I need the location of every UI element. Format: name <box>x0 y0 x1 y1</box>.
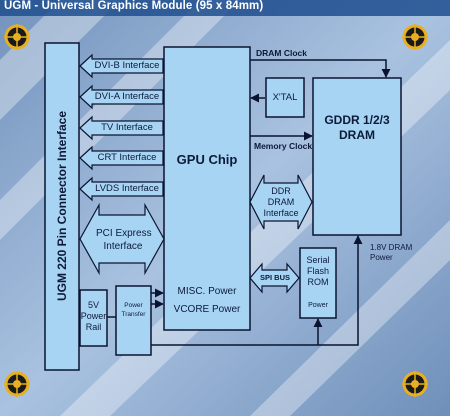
connector-block <box>44 42 80 371</box>
dvi-b-arrow <box>79 53 164 79</box>
pci-express-arrow <box>79 202 165 276</box>
power-transfer-label-line1: Power <box>124 302 143 309</box>
pci-express-label-line1: PCI Express <box>96 228 152 239</box>
ddr-interface-label-line2: DRAM <box>267 197 295 207</box>
mount-hole-top-left-icon <box>4 24 30 50</box>
interface-label-tv: TV Interface <box>101 122 153 133</box>
ddr-interface-label-line1: DDR <box>271 186 291 196</box>
interface-label-dvi-b: DVI-B Interface <box>94 60 160 71</box>
flash-label-line2: Flash <box>306 266 329 276</box>
lvds-arrow <box>79 176 164 202</box>
misc-power-label: MISC. Power <box>177 286 237 297</box>
dvi-a-arrow <box>79 84 164 110</box>
flash-power-label: Power <box>308 302 328 309</box>
spi-bus-label: SPI BUS <box>259 273 290 282</box>
gddr-dram-block <box>312 77 402 236</box>
dram-power-label-line2: Power <box>370 253 393 262</box>
vcore-power-label: VCORE Power <box>173 304 241 315</box>
dram-power-line <box>151 235 363 346</box>
page-title: UGM - Universal Graphics Module (95 x 84… <box>4 0 264 12</box>
gddr-label-line2: DRAM <box>339 128 375 142</box>
power-transfer-block <box>115 285 152 356</box>
ddr-interface-arrow <box>249 174 313 230</box>
power-rail-label-line1: 5V <box>87 300 99 310</box>
ddr-interface-label-line3: Interface <box>263 208 299 218</box>
memory-clock-label: Memory Clock <box>254 141 313 151</box>
gpu-chip-label: GPU Chip <box>176 152 238 167</box>
power-rail-label-line3: Rail <box>85 322 102 332</box>
title-bar <box>0 0 450 16</box>
gddr-label-line1: GDDR 1/2/3 <box>324 113 390 127</box>
mount-hole-top-right-icon <box>402 24 428 50</box>
interface-arrows <box>79 53 164 202</box>
connector-label: UGM 220 Pin Connector Interface <box>55 110 69 302</box>
signal-lines <box>107 59 391 346</box>
mount-hole-bottom-left-icon <box>4 371 30 397</box>
flash-label-line3: ROM <box>307 277 329 287</box>
power-rail-label-line2: Power <box>80 311 107 321</box>
dram-clock-label: DRAM Clock <box>256 48 308 58</box>
crt-arrow <box>79 145 164 171</box>
spi-bus-arrow <box>249 262 300 294</box>
pci-express-label-line2: Interface <box>103 241 143 252</box>
tv-arrow <box>79 115 164 141</box>
gpu-chip-block <box>163 46 251 331</box>
flash-label-line1: Serial <box>306 255 330 265</box>
interface-label-lvds: LVDS Interface <box>95 183 159 194</box>
power-transfer-label-line2: Transfer <box>121 311 146 318</box>
xtal-label: X'TAL <box>272 92 298 103</box>
interface-label-dvi-a: DVI-A Interface <box>94 91 160 102</box>
dram-clock-line <box>250 59 391 78</box>
interface-label-crt: CRT Interface <box>97 152 157 163</box>
flash-rom-block <box>299 247 337 319</box>
power-rail-block <box>79 289 108 347</box>
dram-power-label-line1: 1.8V DRAM <box>370 243 413 252</box>
xtal-block <box>265 77 305 118</box>
mount-hole-bottom-right-icon <box>402 371 428 397</box>
